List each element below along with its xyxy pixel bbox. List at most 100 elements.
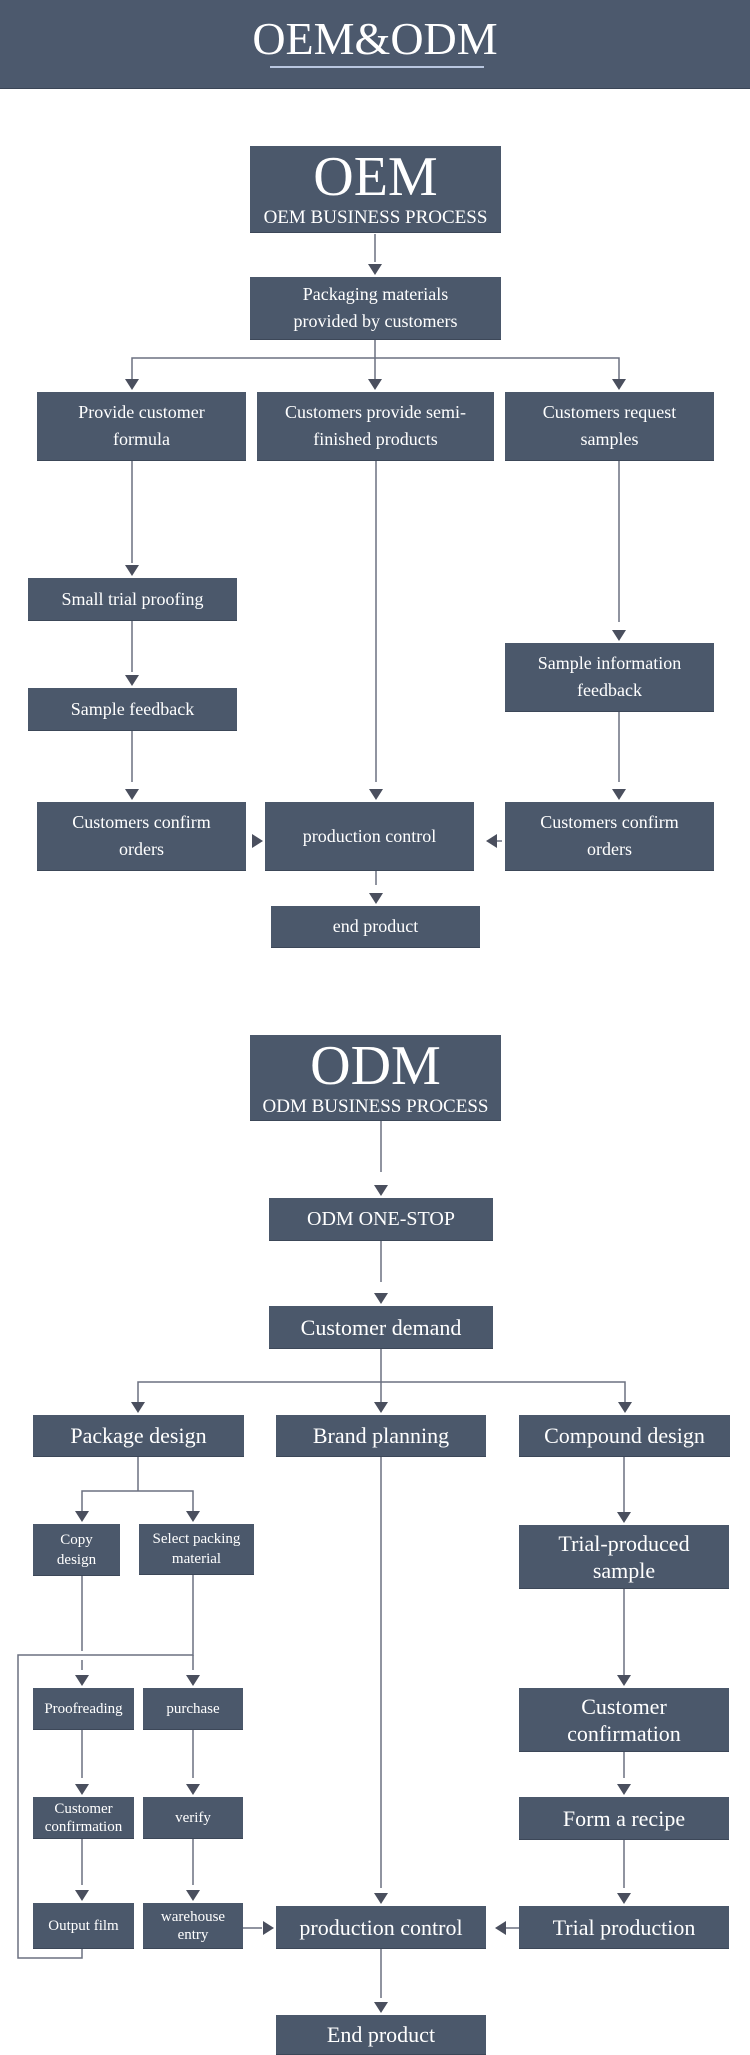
odm-proofreading-box: Proofreading bbox=[33, 1688, 134, 1730]
oem-production-control-box: production control bbox=[265, 802, 474, 871]
odm-customer-confirmation-right-label: Customer confirmation bbox=[567, 1693, 681, 1746]
odm-end-product-label: End product bbox=[326, 2022, 436, 2047]
oem-sample-info-box: Sample information feedback bbox=[505, 643, 714, 712]
odm-one-stop-box: ODM ONE-STOP bbox=[269, 1198, 493, 1241]
odm-output-film-box: Output film bbox=[33, 1903, 134, 1949]
odm-compound-design-box: Compound design bbox=[519, 1415, 730, 1457]
odm-copy-design-box: Copy design bbox=[33, 1524, 120, 1576]
arrowhead-icon bbox=[125, 565, 139, 576]
oem-confirm-left-label: Customers confirm orders bbox=[72, 812, 211, 859]
odm-subtitle: ODM BUSINESS PROCESS bbox=[262, 1095, 489, 1117]
oem-formula-label: Provide customer formula bbox=[78, 402, 205, 449]
arrowhead-icon bbox=[618, 1402, 632, 1413]
odm-trial-production-label: Trial production bbox=[552, 1914, 696, 1940]
arrowhead-icon bbox=[186, 1675, 200, 1686]
odm-production-control-label: production control bbox=[299, 1914, 463, 1940]
odm-title: ODM bbox=[310, 1034, 441, 1097]
title-underline bbox=[270, 66, 484, 68]
oem-sample-feedback-box: Sample feedback bbox=[28, 688, 237, 731]
oem-sample-feedback-label: Sample feedback bbox=[70, 698, 195, 719]
odm-package-design-box: Package design bbox=[33, 1415, 244, 1457]
oem-formula-box: Provide customer formula bbox=[37, 392, 246, 461]
arrowhead-icon bbox=[617, 1675, 631, 1686]
arrowhead-icon bbox=[617, 1784, 631, 1795]
connector bbox=[17, 1575, 194, 1959]
arrowhead-icon bbox=[369, 893, 383, 904]
page-title: OEM&ODM bbox=[252, 13, 498, 64]
oem-semi-finished-label: Customers provide semi-finished products bbox=[285, 402, 466, 449]
oem-samples-label: Customers request samples bbox=[542, 402, 677, 449]
arrowhead-icon bbox=[617, 1893, 631, 1904]
odm-package-design-label: Package design bbox=[70, 1423, 207, 1448]
odm-customer-confirmation-left-box: Customer confirmation bbox=[33, 1797, 134, 1839]
oem-subtitle: OEM BUSINESS PROCESS bbox=[263, 207, 488, 228]
odm-trial-sample-label: Trial-produced sample bbox=[558, 1530, 690, 1583]
arrowhead-icon bbox=[186, 1511, 200, 1522]
oem-end-product-box: end product bbox=[271, 906, 480, 948]
arrowhead-icon bbox=[495, 1921, 506, 1935]
odm-verify-label: verify bbox=[175, 1809, 211, 1826]
oem-title-box: OEM OEM BUSINESS PROCESS bbox=[250, 146, 501, 233]
odm-form-recipe-label: Form a recipe bbox=[562, 1805, 686, 1831]
arrowhead-icon bbox=[75, 1675, 89, 1686]
odm-copy-design-label: Copy design bbox=[56, 1531, 97, 1568]
odm-proofreading-label: Proofreading bbox=[44, 1700, 123, 1717]
odm-brand-planning-label: Brand planning bbox=[312, 1423, 450, 1448]
arrowhead-icon bbox=[617, 1512, 631, 1523]
arrowhead-icon bbox=[374, 1185, 388, 1196]
arrowhead-icon bbox=[252, 834, 263, 848]
oem-production-control-label: production control bbox=[302, 825, 437, 846]
odm-select-material-label: Select packing material bbox=[152, 1531, 241, 1567]
odm-purchase-box: purchase bbox=[143, 1688, 243, 1730]
odm-end-product-box: End product bbox=[276, 2015, 486, 2055]
oem-end-product-label: end product bbox=[332, 916, 419, 936]
arrowhead-icon bbox=[374, 1402, 388, 1413]
arrowhead-icon bbox=[368, 379, 382, 390]
oem-confirm-right-label: Customers confirm orders bbox=[540, 812, 679, 859]
arrowhead-icon bbox=[369, 789, 383, 800]
odm-purchase-label: purchase bbox=[166, 1700, 220, 1717]
arrowhead-icon bbox=[374, 1893, 388, 1904]
oem-small-trial-label: Small trial proofing bbox=[61, 588, 204, 609]
connector bbox=[131, 357, 620, 380]
odm-one-stop-label: ODM ONE-STOP bbox=[307, 1207, 455, 1230]
odm-trial-sample-box: Trial-produced sample bbox=[519, 1525, 729, 1589]
odm-customer-demand-label: Customer demand bbox=[300, 1314, 462, 1340]
oem-samples-box: Customers request samples bbox=[505, 392, 714, 461]
arrowhead-icon bbox=[125, 379, 139, 390]
odm-production-control-box: production control bbox=[276, 1906, 486, 1949]
odm-brand-planning-box: Brand planning bbox=[276, 1415, 486, 1457]
oem-packaging-box: Packaging materials provided by customer… bbox=[250, 277, 501, 340]
oem-confirm-right-box: Customers confirm orders bbox=[505, 802, 714, 871]
odm-customer-confirmation-right-box: Customer confirmation bbox=[519, 1688, 729, 1752]
oem-packaging-label: Packaging materials provided by customer… bbox=[293, 284, 458, 331]
odm-output-film-label: Output film bbox=[48, 1917, 119, 1934]
odm-warehouse-entry-box: warehouse entry bbox=[143, 1903, 243, 1949]
arrowhead-icon bbox=[125, 789, 139, 800]
odm-customer-confirmation-left-label: Customer confirmation bbox=[44, 1800, 123, 1835]
arrowhead-icon bbox=[612, 379, 626, 390]
connector bbox=[137, 1381, 626, 1405]
arrowhead-icon bbox=[263, 1921, 274, 1935]
arrowhead-icon bbox=[612, 789, 626, 800]
arrowhead-icon bbox=[75, 1890, 89, 1901]
oem-confirm-left-box: Customers confirm orders bbox=[37, 802, 246, 871]
arrowhead-icon bbox=[186, 1784, 200, 1795]
odm-form-recipe-box: Form a recipe bbox=[519, 1797, 729, 1840]
arrowhead-icon bbox=[131, 1402, 145, 1413]
arrowhead-icon bbox=[374, 1293, 388, 1304]
odm-customer-demand-box: Customer demand bbox=[269, 1306, 493, 1349]
odm-select-material-box: Select packing material bbox=[139, 1524, 254, 1575]
page-header: OEM&ODM bbox=[0, 0, 750, 89]
arrowhead-icon bbox=[186, 1890, 200, 1901]
oem-semi-finished-box: Customers provide semi-finished products bbox=[257, 392, 494, 461]
arrowhead-icon bbox=[374, 2002, 388, 2013]
arrowhead-icon bbox=[125, 675, 139, 686]
arrowhead-icon bbox=[486, 834, 497, 848]
odm-warehouse-entry-label: warehouse entry bbox=[160, 1908, 226, 1943]
odm-verify-box: verify bbox=[143, 1797, 243, 1839]
oem-title: OEM bbox=[313, 146, 438, 208]
odm-title-box: ODM ODM BUSINESS PROCESS bbox=[250, 1035, 501, 1121]
arrowhead-icon bbox=[75, 1784, 89, 1795]
connector bbox=[81, 1490, 194, 1511]
